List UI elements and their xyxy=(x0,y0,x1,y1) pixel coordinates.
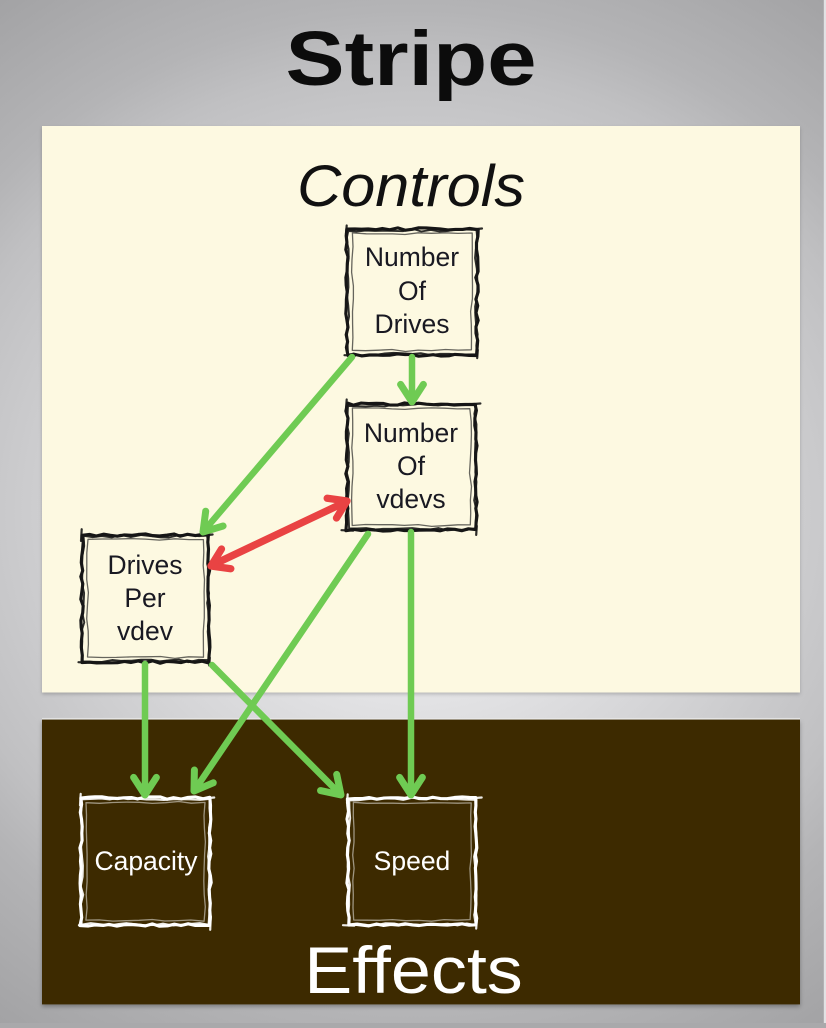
svg-text:Per: Per xyxy=(124,583,165,613)
svg-text:vdev: vdev xyxy=(117,616,174,646)
svg-text:Controls: Controls xyxy=(297,153,525,218)
svg-text:Capacity: Capacity xyxy=(94,846,198,876)
svg-text:Of: Of xyxy=(397,451,426,481)
svg-text:Effects: Effects xyxy=(304,934,523,1008)
svg-text:Number: Number xyxy=(365,242,459,272)
svg-text:Speed: Speed xyxy=(374,846,451,876)
svg-text:vdevs: vdevs xyxy=(376,484,445,514)
svg-text:Stripe: Stripe xyxy=(286,15,537,101)
svg-text:Of: Of xyxy=(398,276,427,306)
svg-text:Drives: Drives xyxy=(374,309,449,339)
svg-text:Drives: Drives xyxy=(107,550,182,580)
svg-text:Number: Number xyxy=(364,418,458,448)
